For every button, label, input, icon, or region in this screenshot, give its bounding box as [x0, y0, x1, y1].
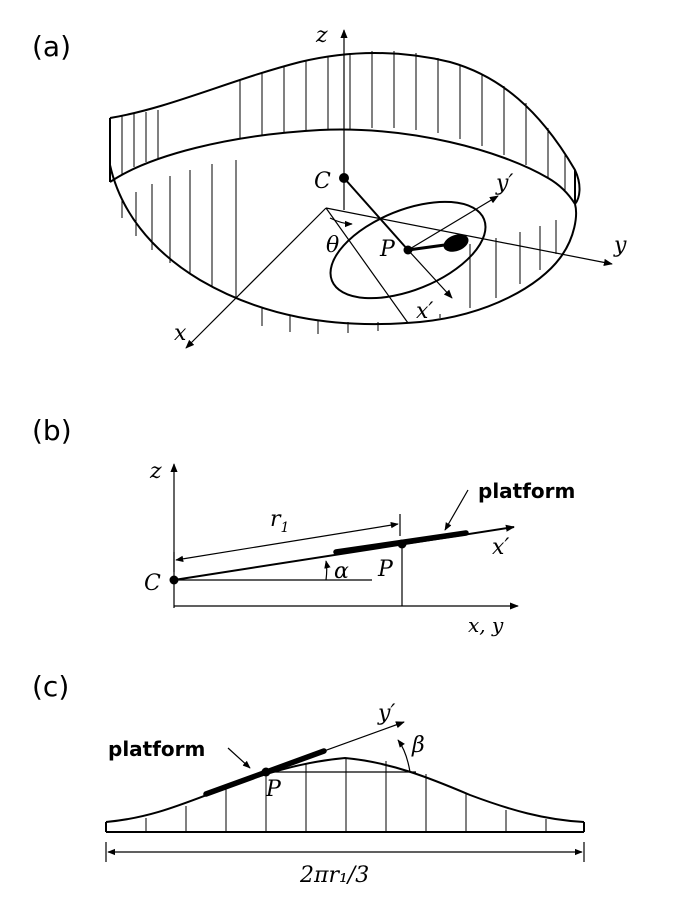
label-x-prime-b: x′ — [492, 535, 509, 560]
label-p-b: P — [377, 557, 394, 582]
panel-b-label: (b) — [32, 414, 72, 447]
panel-c-label: (c) — [32, 670, 69, 703]
label-p-c: P — [265, 777, 282, 802]
panel-c: (c) y′ P β platfo — [32, 670, 585, 888]
x-axis-a — [185, 207, 327, 349]
label-beta: β — [411, 733, 425, 758]
point-c-a — [339, 173, 349, 183]
label-y-a: y — [613, 233, 627, 258]
track-surface — [109, 51, 581, 334]
y-axis-a — [325, 207, 613, 266]
label-p-a: P — [379, 237, 396, 262]
arm-c-p — [343, 177, 409, 251]
orbit-and-link — [329, 173, 499, 300]
label-z-b: z — [149, 459, 162, 484]
label-c-a: C — [314, 169, 331, 194]
alpha-arc — [324, 560, 331, 581]
x-prime-axis-a — [407, 249, 453, 299]
label-span: 2πr₁/3 — [299, 863, 369, 888]
radial-line — [325, 207, 409, 324]
label-xy-b: x, y — [468, 613, 504, 637]
y-prime-axis-a — [407, 195, 499, 251]
label-x-prime-a: x′ — [416, 299, 433, 324]
orbit-ellipse — [329, 200, 487, 300]
beta-arc — [397, 739, 411, 773]
label-theta: θ — [326, 233, 339, 258]
r1-dimension — [175, 521, 399, 563]
orbiting-body — [443, 234, 469, 252]
label-r1: r1 — [270, 507, 289, 536]
label-c-b: C — [144, 571, 161, 596]
label-platform-b: platform — [478, 479, 575, 503]
label-x-a: x — [174, 321, 187, 346]
panel-b: (b) z x, y x′ r1 C P α platform — [32, 414, 575, 637]
point-p-c — [261, 767, 271, 777]
platform-pointer-c — [227, 747, 251, 769]
label-alpha: α — [334, 559, 349, 584]
label-platform-c: platform — [108, 737, 205, 761]
point-p-b — [397, 539, 407, 549]
platform-pointer-b — [444, 489, 469, 531]
panel-a: (a) — [32, 23, 627, 349]
label-y-prime-a: y′ — [495, 171, 513, 196]
label-z-a: z — [315, 23, 328, 48]
panel-a-label: (a) — [32, 30, 71, 63]
point-c-b — [169, 575, 179, 585]
label-y-prime-c: y′ — [377, 701, 395, 726]
bump-profile — [105, 756, 585, 823]
